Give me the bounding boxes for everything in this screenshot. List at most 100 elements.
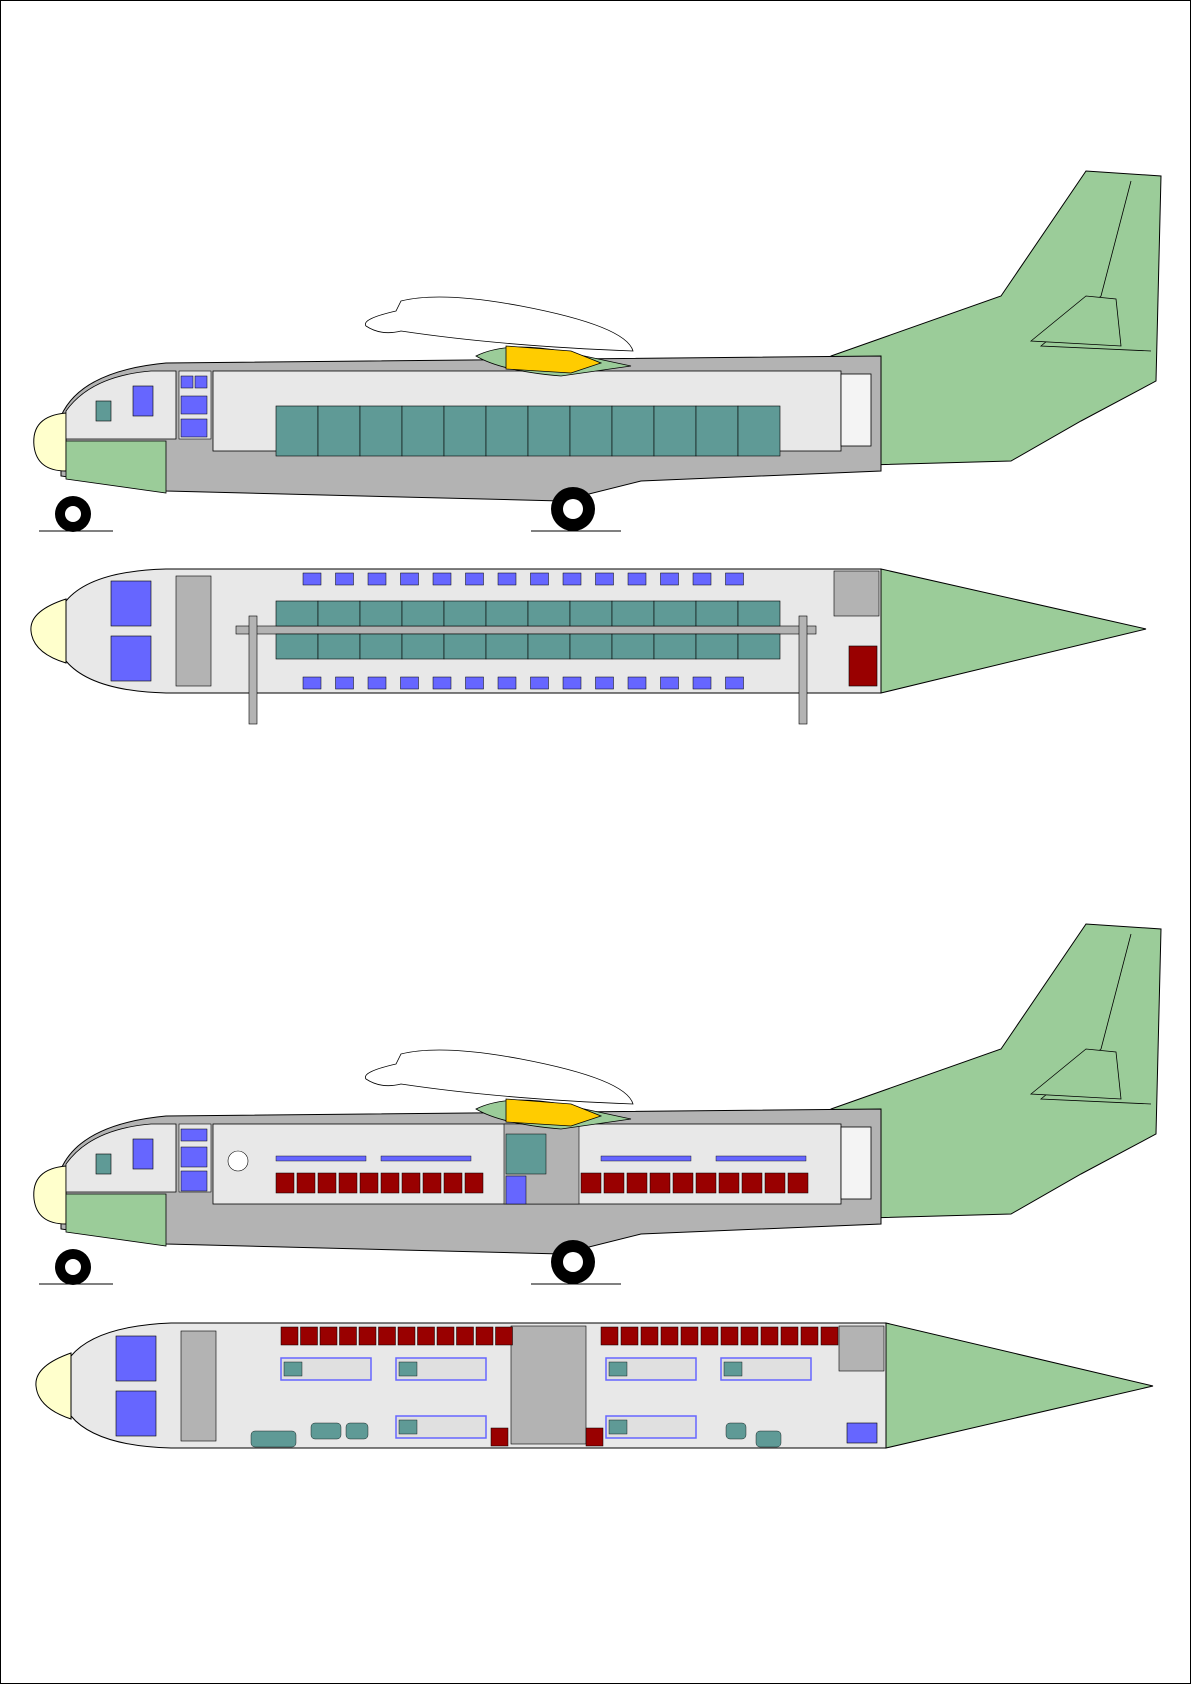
stretcher-pillow [723, 1361, 743, 1377]
engine-intake [505, 1098, 603, 1127]
rail-post-right [798, 615, 808, 725]
cargo-rail [235, 625, 817, 635]
main-wheel [531, 1240, 621, 1285]
passenger-seat [626, 1172, 648, 1194]
rear-door [840, 373, 872, 447]
troop-seat [302, 572, 322, 586]
wing [364, 1049, 634, 1105]
cargo-pallet [611, 405, 655, 457]
cargo-plan-view [30, 568, 1147, 725]
troop-seat [725, 676, 744, 690]
passenger-seat [319, 1326, 338, 1346]
passenger-seat [718, 1172, 740, 1194]
troop-seat [725, 572, 744, 586]
passenger-seat [720, 1326, 739, 1346]
troop-seat [497, 676, 517, 690]
cargo-pallet [359, 633, 403, 660]
medical-plan-view [35, 1322, 1154, 1449]
passenger-seat [580, 1172, 602, 1194]
troop-seat [627, 676, 647, 690]
passenger-seat [338, 1172, 358, 1194]
troop-seats [302, 572, 744, 690]
passenger-seat [436, 1326, 455, 1346]
lavatory [833, 570, 880, 617]
nose-cone-plan [30, 598, 67, 664]
cargo-pallet [359, 405, 403, 457]
cargo-pallet [653, 600, 697, 627]
stretcher [605, 1415, 697, 1439]
stretcher [380, 1155, 472, 1162]
cargo-pallets-plan [275, 600, 781, 660]
cargo-pallet [695, 600, 739, 627]
passenger-seat [397, 1326, 416, 1346]
troop-seat [335, 572, 354, 586]
passenger-seat [358, 1326, 377, 1346]
cargo-pallet [401, 633, 445, 660]
wing [364, 296, 634, 352]
passenger-seat [640, 1326, 659, 1346]
cockpit [65, 370, 177, 440]
passenger-seat [359, 1172, 379, 1194]
cargo-pallet [401, 600, 445, 627]
cargo-pallet [569, 405, 613, 457]
cargo-pallet [695, 405, 739, 457]
cargo-pallet [317, 633, 361, 660]
galley-plan [510, 1325, 587, 1445]
stretcher [715, 1155, 807, 1162]
engine-intake [505, 345, 603, 374]
rear-door [840, 1126, 872, 1200]
troop-seat [692, 676, 712, 690]
passenger-seat [280, 1326, 299, 1346]
troop-seat [530, 572, 549, 586]
troop-seat [432, 572, 452, 586]
troop-seat [660, 676, 679, 690]
cargo-pallet [485, 633, 529, 660]
stretcher-pillow [398, 1419, 418, 1435]
cargo-pallet [737, 600, 781, 627]
passenger-seat [464, 1172, 484, 1194]
main-wheel [531, 487, 621, 532]
passenger-seat [495, 1326, 513, 1346]
troop-seat [627, 572, 647, 586]
stretcher [275, 1155, 367, 1162]
nose-gear-bay [65, 440, 167, 494]
cargo-side-view [33, 170, 1162, 532]
avionics-box [180, 1146, 208, 1168]
medical-equipment [310, 1422, 342, 1440]
passenger-seat [680, 1326, 699, 1346]
cargo-pallet [527, 633, 571, 660]
cargo-pallet [611, 600, 655, 627]
passenger-seat [787, 1172, 809, 1194]
pilot-seat [132, 1138, 154, 1170]
attendant-seat [848, 645, 878, 687]
passenger-seat [780, 1326, 799, 1346]
medical-equipment [345, 1422, 369, 1440]
passenger-seat [585, 1427, 604, 1447]
nose-cone [33, 412, 67, 472]
passenger-seat [380, 1172, 400, 1194]
avionics-plan [175, 575, 212, 687]
cockpit-seat-right [115, 1390, 157, 1437]
cargo-pallet [653, 633, 697, 660]
stretcher [605, 1357, 697, 1381]
cargo-pallet [611, 633, 655, 660]
medical-equipment [755, 1430, 782, 1448]
cargo-pallets [275, 405, 781, 457]
tail-cone-plan [880, 568, 1147, 694]
cargo-pallet [275, 405, 319, 457]
avionics-box [180, 1128, 208, 1142]
passenger-seat [672, 1172, 694, 1194]
troop-seat [465, 572, 484, 586]
troop-seat [367, 572, 387, 586]
passenger-seat [820, 1326, 839, 1346]
tailplane [1029, 295, 1122, 347]
passenger-seat [760, 1326, 779, 1346]
troop-seat [465, 676, 484, 690]
passenger-seat [300, 1326, 318, 1346]
cargo-pallet [443, 405, 487, 457]
cargo-pallet [443, 633, 487, 660]
stretcher-pillow [283, 1361, 303, 1377]
passenger-seat [700, 1326, 719, 1346]
troop-seat [660, 572, 679, 586]
cargo-pallet [527, 405, 571, 457]
